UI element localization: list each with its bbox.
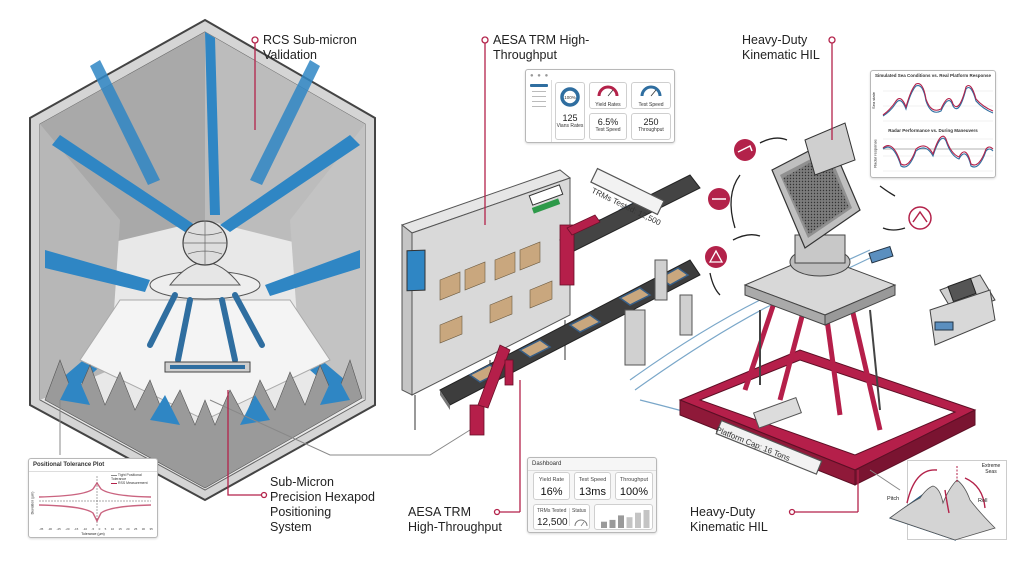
chart-title: Radar Performance vs. During Maneuvers [888,128,978,133]
extreme-seas-diagram: Extreme Seas Pitch Roll [885,458,1010,548]
metric-value: 6.5% [597,117,619,127]
lower-tolerance-curve [38,504,152,523]
label-line: RCS Sub-micron [263,33,357,47]
label-line: AESA TRM High- [493,33,590,47]
label-line: Heavy-Duty [690,505,756,519]
label-aesa-top: AESA TRM High- Throughput [493,33,589,63]
metric-card: 250 Throughput [631,113,671,140]
metric-value: 250 [643,117,659,127]
chart-title: Simulated Sea Conditions vs. Real Platfo… [874,73,992,78]
label-hil-bottom: Heavy-Duty Kinematic HIL [690,505,768,535]
x-axis-label: Tolerance (µm) [81,532,105,536]
status-gauge-icon [574,519,588,527]
tolerance-plot-area [38,476,152,527]
roll-label: Roll [978,498,988,504]
mini-bar [635,512,641,528]
series-response [882,83,994,116]
y-axis-label: Deviation (µm) [30,491,35,515]
aesa-production-line [400,36,701,516]
status-label: Status [572,508,587,514]
label-aesa-bottom: AESA TRM High-Throughput [408,505,502,535]
label-hexapod: Sub-Micron Precision Hexapod Positioning… [270,475,375,535]
motion-icons [705,137,932,296]
mini-bar [601,521,607,528]
series-simulated [882,85,994,117]
anechoic-chamber [29,18,376,502]
mini-bar-chart [601,510,650,528]
pitch-label: Pitch [887,496,900,502]
label-line: Sub-Micron [270,475,334,489]
mini-bar [609,519,616,528]
sea-chart-plot [882,83,994,172]
gauge-icon [597,85,619,97]
wave-title: Extreme Seas [981,463,1001,475]
bar-chart-card [594,504,653,530]
mini-bar [643,510,650,528]
upper-tolerance-curve [38,481,152,498]
plot-legend: Tight Positional Tolerance RSS Measureme… [111,473,157,485]
donut-label: 100% [564,95,576,100]
sea-conditions-chart: Simulated Sea Conditions vs. Real Platfo… [870,70,996,178]
metric-value: 125 [562,113,578,123]
dashboard-title: Dashboard [528,458,656,471]
hexapod-leader-line [227,390,262,496]
mini-bar [626,517,633,528]
hil-platform [629,36,996,516]
metric-card: 6.5% Test Speed [589,113,627,140]
legend-item: Tight Positional Tolerance [111,473,142,481]
trms-tested-card: TRMs Tested 12,500 Status [533,504,590,530]
mini-bar [618,515,624,528]
legend-item: RSS Measurement [117,481,148,485]
widget-sidebar [527,80,552,142]
gauge-label: Test Speed [638,102,664,108]
label-hil-top: Heavy-Duty Kinematic HIL [742,33,820,63]
metric-label: Vians Rates [556,123,584,129]
speed-gauge-card: Test Speed [631,82,671,109]
label-line: Kinematic HIL [690,520,768,534]
label-line: Throughput [493,48,557,62]
label-line: AESA TRM [408,505,471,519]
label-line: Validation [263,48,317,62]
gauge-label: Yield Rates [595,102,621,108]
series-maneuver [882,135,994,166]
yield-gauge-card: Yield Rates [589,82,627,109]
donut-card: 100% 125 Vians Rates [555,82,585,140]
label-line: Precision Hexapod [270,490,375,504]
series-radar [882,137,994,168]
label-line: Heavy-Duty [742,33,808,47]
label-line: Positioning [270,505,332,519]
aesa-metrics-widget: ● ● ● 100% 125 Vians Rates Yield Rates T… [525,69,675,143]
metric-label: Test Speed [595,127,621,133]
label-line: High-Throughput [408,520,502,534]
plot-title: Positional Tolerance Plot [29,459,157,472]
donut-chart: 100% [560,87,580,107]
label-line: Kinematic HIL [742,48,820,62]
window-dots: ● ● ● [530,73,550,79]
metric-label: Throughput [638,127,664,133]
gauge-icon [640,85,662,97]
label-line: System [270,520,312,534]
tolerance-plot: Positional Tolerance Plot Tight Position… [28,458,158,538]
label-rcs-validation: RCS Sub-micron Validation [263,33,357,63]
